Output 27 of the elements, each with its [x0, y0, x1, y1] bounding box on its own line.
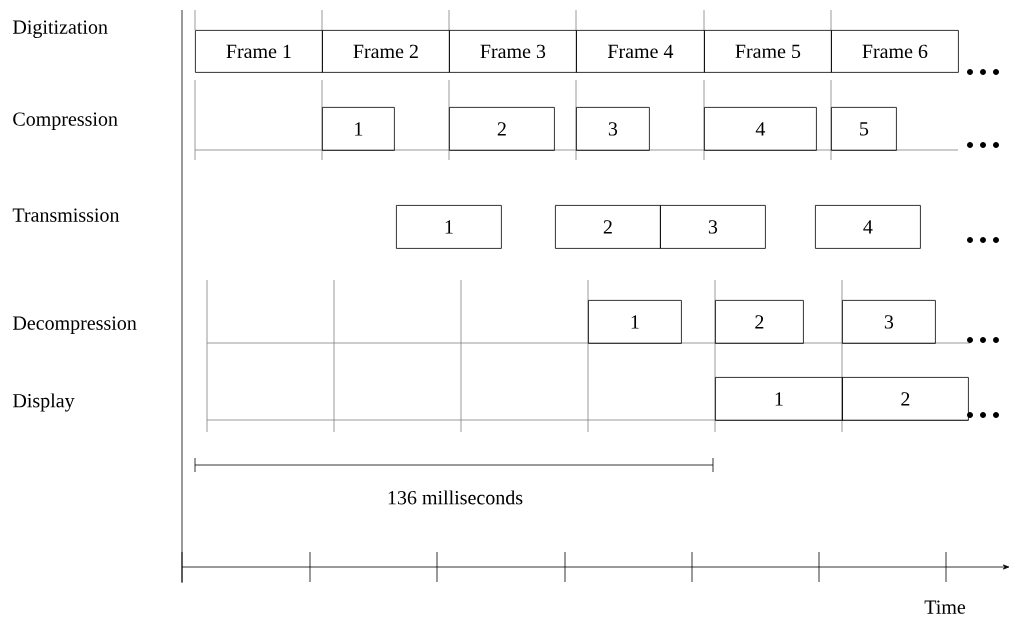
frame-box: 1 [322, 107, 395, 151]
axis-label: Time [924, 600, 966, 614]
frame-box: 4 [815, 205, 921, 249]
frame-box: 2 [715, 300, 804, 344]
frame-box: 3 [576, 107, 650, 151]
frame-box: 2 [449, 107, 555, 151]
frame-box: Frame 5 [704, 30, 832, 73]
row-label: Compression [13, 112, 118, 130]
frame-box: 2 [842, 377, 969, 421]
frame-box: 5 [831, 107, 897, 151]
frame-box: 1 [396, 205, 502, 249]
frame-box: Frame 3 [449, 30, 577, 73]
row-label: Digitization [13, 20, 108, 38]
frame-box: Frame 1 [195, 30, 323, 73]
frame-box: 2 [555, 205, 661, 249]
frame-box: 1 [715, 377, 843, 421]
dimension-label: 136 milliseconds [388, 490, 523, 505]
frame-box: Frame 2 [322, 30, 450, 73]
frame-box: 3 [660, 205, 766, 249]
frame-box: Frame 6 [831, 30, 959, 73]
row-label: Transmission [12, 208, 120, 222]
row-label: Decompression [13, 316, 137, 334]
frame-box: 4 [704, 107, 817, 151]
row-label: Display [13, 393, 75, 412]
frame-box: 1 [588, 300, 682, 344]
frame-box: Frame 4 [576, 30, 705, 73]
frame-box: 3 [842, 300, 936, 344]
